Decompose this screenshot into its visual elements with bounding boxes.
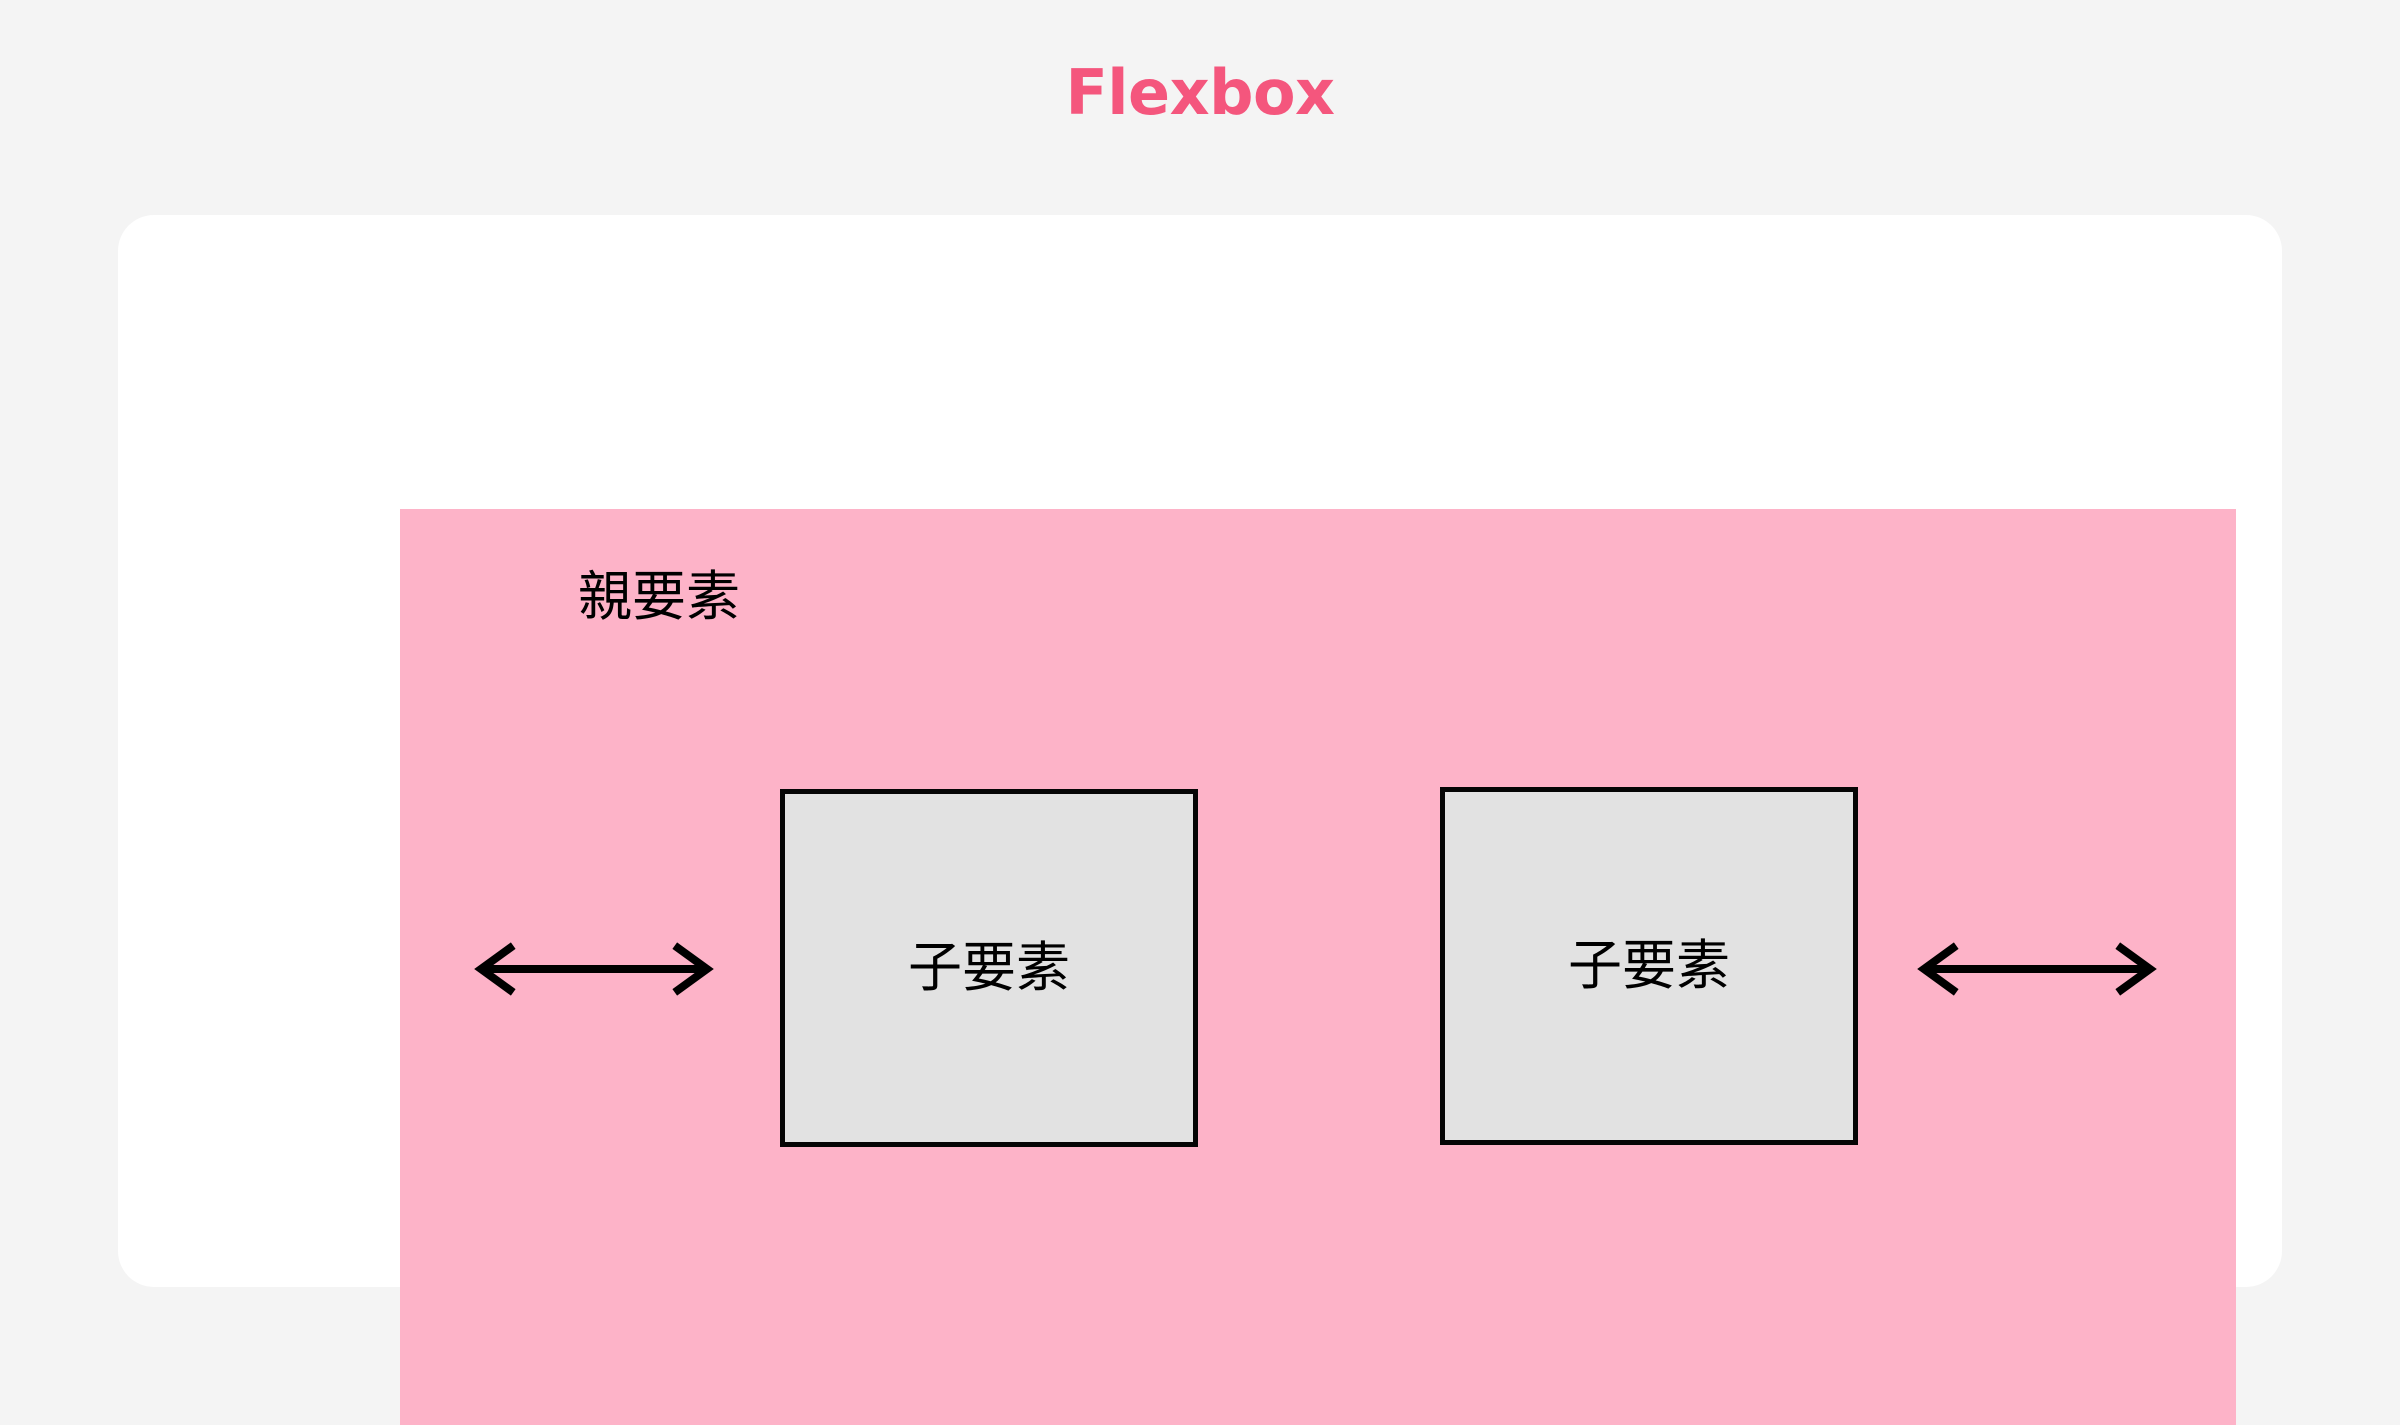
space-arrow-left (468, 937, 720, 1001)
parent-element-label: 親要素 (578, 565, 740, 628)
child-element-label: 子要素 (1568, 934, 1730, 998)
child-element-label: 子要素 (908, 936, 1070, 1000)
diagram-page: Flexbox 親要素 子要素 子要素 (118, 56, 2282, 1425)
space-arrow-right (1911, 937, 2163, 1001)
child-element-box-2: 子要素 (1440, 787, 1858, 1145)
double-headed-arrow-icon (474, 942, 714, 996)
child-element-box-1: 子要素 (780, 789, 1198, 1147)
double-headed-arrow-icon (1917, 942, 2157, 996)
diagram-card: 親要素 子要素 子要素 (118, 215, 2282, 1425)
page-title: Flexbox (1065, 56, 1335, 129)
